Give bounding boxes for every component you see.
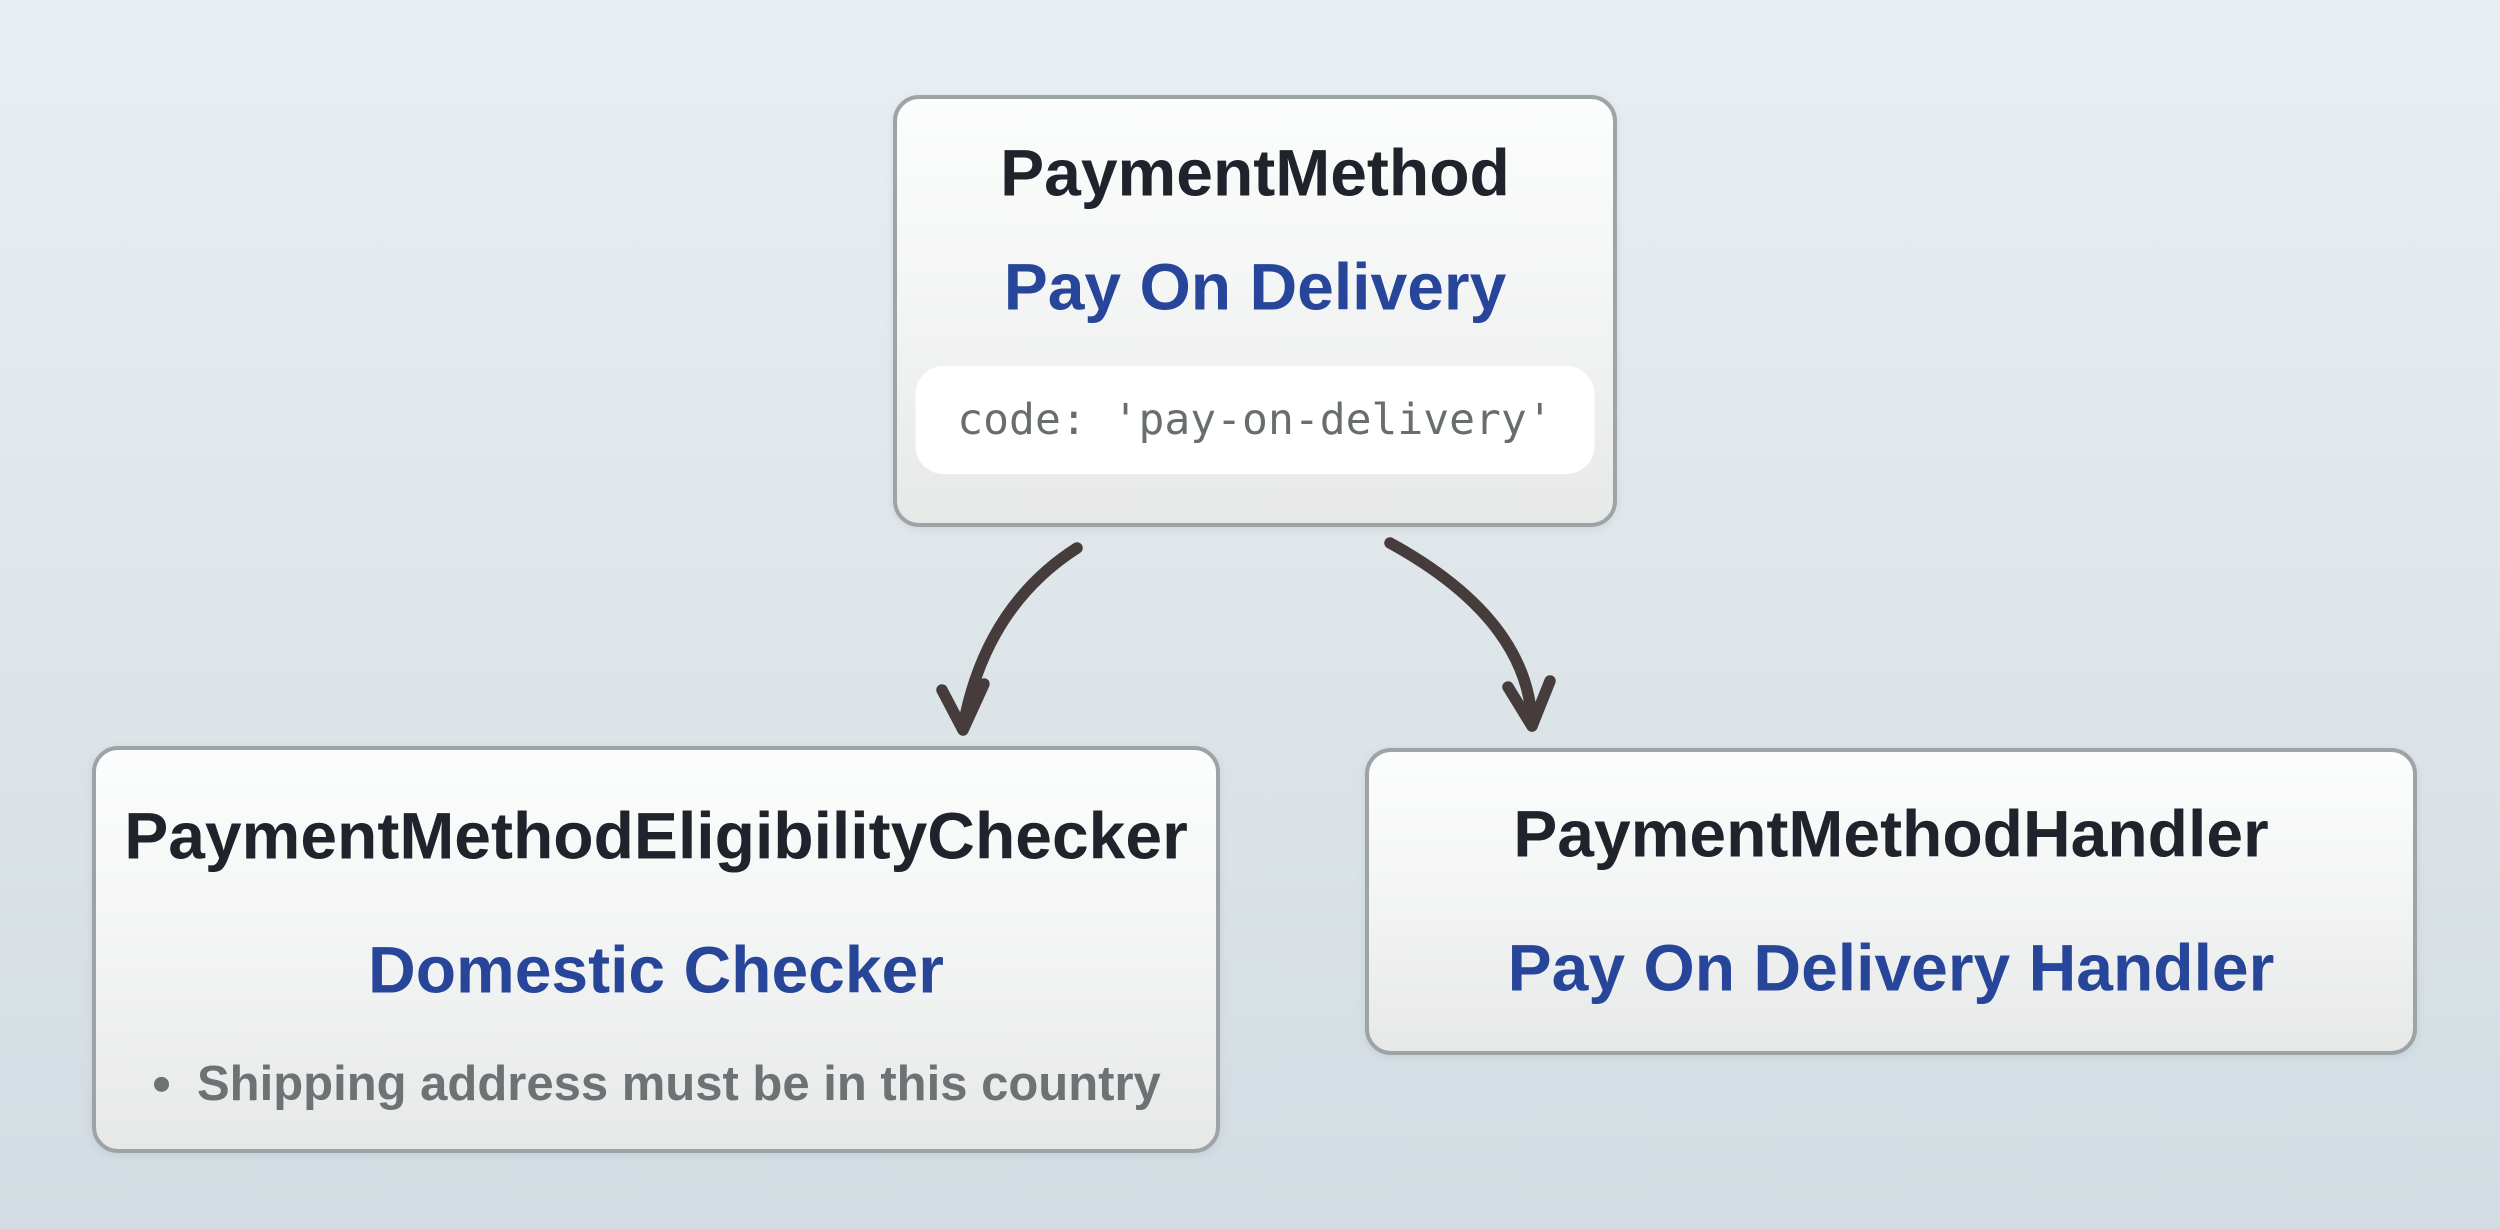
bullet-icon [154, 1076, 169, 1092]
rule-text: Shipping address must be in this country [197, 1056, 1161, 1111]
rule-list-item: Shipping address must be in this country [154, 1056, 1186, 1112]
arrow-to-eligibility-checker [936, 542, 1083, 736]
code-snippet: code: 'pay-on-delivery' [957, 395, 1553, 445]
arrow-curve [957, 542, 1083, 733]
node-instance-label: Pay On Delivery [1003, 249, 1507, 324]
arrow-curve [1384, 537, 1538, 732]
node-handler: PaymentMethodHandler Pay On Delivery Han… [1365, 748, 2417, 1055]
node-class-name: PaymentMethodHandler [1513, 796, 2269, 871]
arrowhead-icon [1502, 675, 1556, 732]
node-instance-label: Pay On Delivery Handler [1507, 930, 2275, 1005]
arrow-to-handler [1384, 537, 1556, 732]
node-eligibility-checker: PaymentMethodEligibilityChecker Domestic… [92, 746, 1220, 1153]
code-chip: code: 'pay-on-delivery' [915, 366, 1595, 474]
node-class-name: PaymentMethodEligibilityChecker [124, 798, 1188, 873]
node-instance-label: Domestic Checker [368, 932, 944, 1007]
node-payment-method: PaymentMethod Pay On Delivery code: 'pay… [893, 95, 1617, 527]
arrowhead-icon [936, 678, 990, 736]
node-class-name: PaymentMethod [1000, 135, 1510, 210]
